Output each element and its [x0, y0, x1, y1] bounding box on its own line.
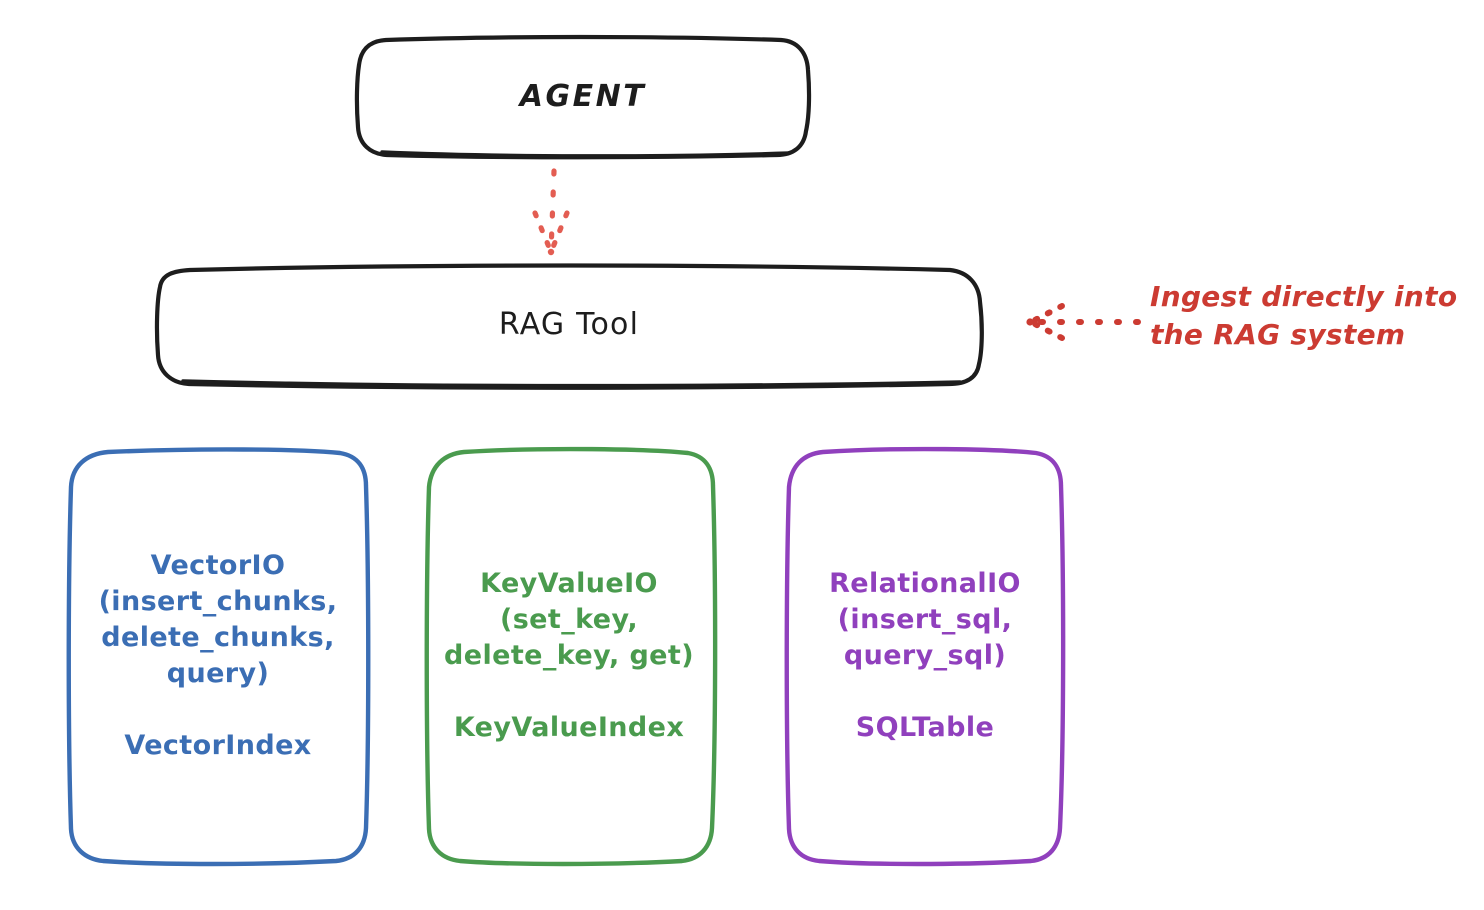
ingest-annotation-label: Ingest directly into the RAG system: [1150, 280, 1458, 351]
key-value-io-box-outline: [424, 446, 718, 867]
key-value-io-node-label: KeyValueIO (set_key, delete_key, get) Ke…: [444, 568, 694, 743]
agent-box-outline-overdraw: [380, 150, 792, 158]
agent-node[interactable]: AGENT: [357, 38, 809, 156]
key-value-io-node[interactable]: KeyValueIO (set_key, delete_key, get) Ke…: [428, 450, 710, 862]
rag-tool-box-outline: [154, 263, 984, 390]
agent-node-label: AGENT: [519, 78, 647, 114]
vector-io-node-label: VectorIO (insert_chunks, delete_chunks, …: [98, 550, 338, 761]
relational-io-box-outline: [784, 446, 1066, 867]
rag-tool-node-label: RAG Tool: [498, 307, 640, 343]
agent-to-rag-tool-connector: [532, 168, 570, 256]
ingest-to-rag-tool-connector: [1026, 303, 1141, 341]
rag-tool-box-outline-overdraw: [181, 379, 962, 388]
relational-io-node-label: RelationalIO (insert_sql, query_sql) SQL…: [829, 568, 1021, 743]
relational-io-node[interactable]: RelationalIO (insert_sql, query_sql) SQL…: [789, 450, 1061, 862]
vector-io-node[interactable]: VectorIO (insert_chunks, delete_chunks, …: [70, 450, 366, 862]
vector-io-box-outline: [66, 447, 371, 867]
rag-tool-node[interactable]: RAG Tool: [157, 267, 981, 384]
